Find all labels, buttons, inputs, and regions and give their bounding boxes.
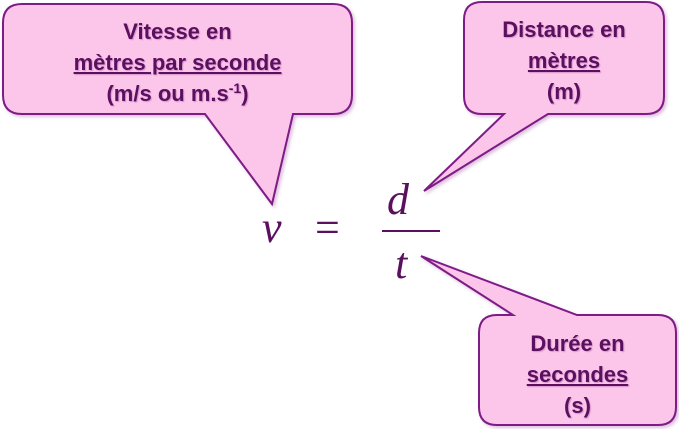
- distance-callout: Distance en mètres (m): [464, 14, 664, 107]
- distance-callout-line2: mètres: [527, 48, 601, 73]
- duration-callout: Durée en secondes (s): [479, 328, 676, 421]
- distance-callout-line1: Distance en: [502, 17, 626, 42]
- speed-callout-line3: (m/s ou m.s-1): [3, 78, 352, 109]
- formula-equals-sign: =: [315, 203, 340, 252]
- duration-callout-line3: (s): [564, 393, 591, 418]
- speed-callout-line1: Vitesse en: [123, 19, 232, 44]
- duration-callout-bubble: [420, 255, 677, 426]
- formula-fraction-bar: [382, 230, 440, 232]
- duration-callout-line2: secondes: [526, 362, 629, 387]
- formula-velocity-symbol: v: [262, 203, 282, 252]
- duration-callout-line1: Durée en: [530, 331, 625, 356]
- speed-callout-bubble: [2, 3, 353, 207]
- speed-unit-exponent: -1: [228, 80, 242, 96]
- speed-unit-text: (m/s ou m.s: [106, 81, 229, 106]
- distance-callout-bubble: [423, 1, 665, 192]
- formula-distance-symbol: d: [387, 175, 409, 224]
- speed-unit-close: ): [241, 81, 249, 106]
- distance-callout-line3: (m): [546, 79, 582, 104]
- speed-callout-line2: mètres par seconde: [73, 50, 282, 75]
- formula-time-symbol: t: [395, 239, 408, 288]
- speed-callout: Vitesse en mètres par seconde (m/s ou m.…: [3, 16, 352, 109]
